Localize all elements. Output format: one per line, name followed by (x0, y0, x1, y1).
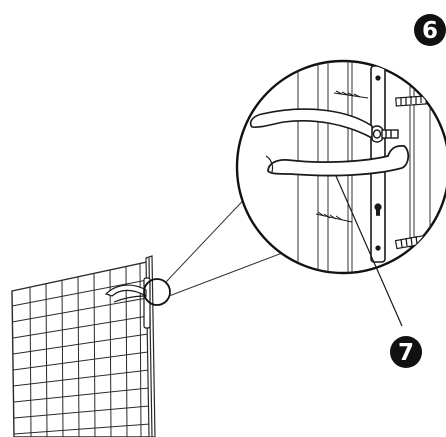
callout-7-leader (335, 175, 403, 327)
callout-6-label: 6 (422, 18, 438, 44)
callout-6-badge: 6 (414, 14, 446, 46)
wall-plug-bottom (394, 234, 428, 250)
small-handle (104, 277, 151, 329)
door-handle-back (249, 108, 373, 140)
wall-plug-top (395, 95, 427, 107)
screw-bottom (315, 211, 353, 223)
leader-lines (165, 189, 299, 297)
callout-7-badge: 7 (390, 336, 422, 368)
door-handle (265, 144, 410, 177)
screw-top (333, 90, 369, 99)
gate-panel-frame (11, 261, 151, 437)
callout-7-label: 7 (398, 340, 414, 366)
gate-panel-mesh (11, 261, 151, 437)
detail-marker-circle (143, 278, 171, 306)
